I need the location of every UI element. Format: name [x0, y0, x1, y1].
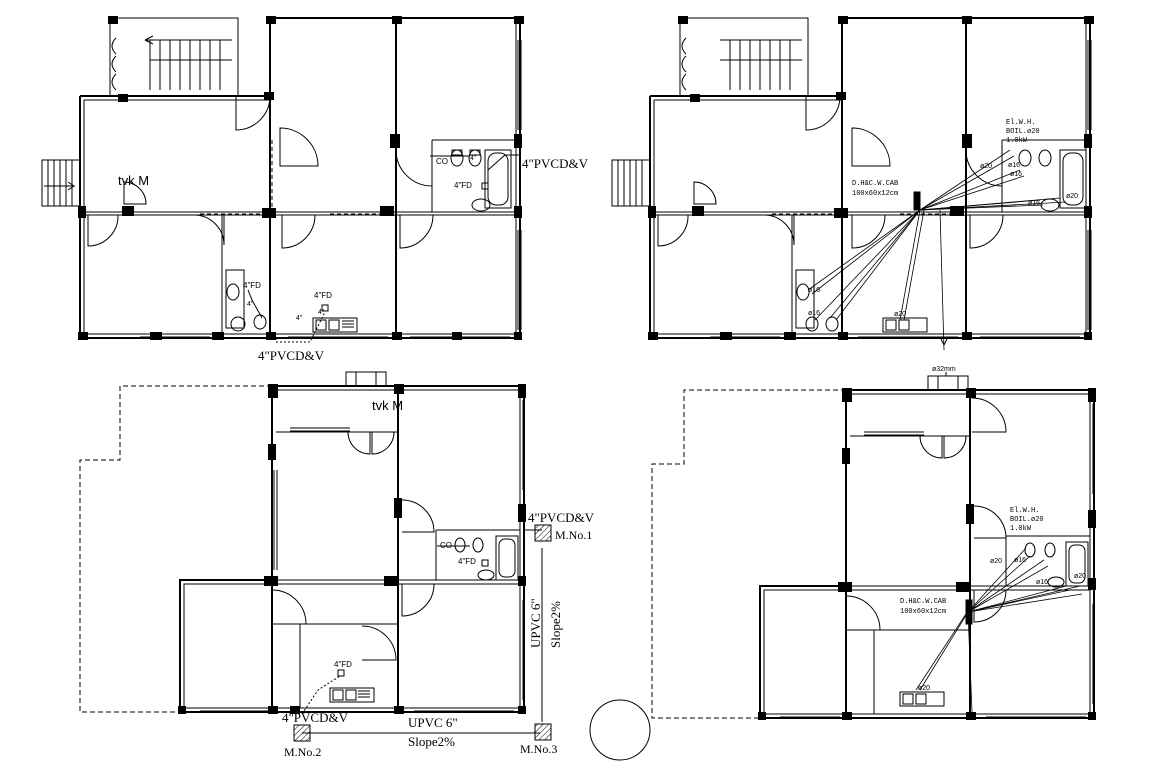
- cabinet-size: 100x60x12cm: [852, 190, 898, 198]
- cabinet-label: D.H&C.W.CAB: [900, 598, 946, 606]
- pipe-dia-label: ø20: [894, 311, 906, 318]
- pipe-size-label: 4": [470, 155, 477, 162]
- cabinet-size: 100x60x12cm: [900, 608, 946, 616]
- pipe-label: 4"PVCD&V: [258, 348, 325, 363]
- pipe-dia-label: ø16: [808, 287, 820, 294]
- water-tank-label: tvk M: [118, 173, 149, 188]
- plan-top-left: [41, 16, 524, 343]
- pipe-spec-label: UPVC 6": [528, 598, 543, 648]
- staircase: [109, 17, 239, 97]
- bottom-left-labels: tvk M 4"PVCD&V M.No.1 4"PVCD&V M.No.2 M.…: [282, 398, 595, 759]
- pipe-size-label: 4": [318, 309, 325, 316]
- water-heater-label: El.W.H.: [1006, 119, 1035, 127]
- pipe-dia-label: ø16: [1010, 171, 1022, 178]
- pipe-dia-label: ø16: [1008, 162, 1020, 169]
- water-tank-label: tvk M: [372, 398, 403, 413]
- floor-drain-label: 4"FD: [243, 281, 261, 290]
- pipe-dia-label: ø20: [1074, 573, 1086, 580]
- pipe-dia-label: ø16: [1014, 557, 1026, 564]
- pipe-dia-label: ø20: [990, 558, 1002, 565]
- top-left-labels: 4"PVCD&V 4"PVCD&V tvk M CO 4"FD 4"FD 4"F…: [118, 155, 589, 363]
- cleanout-label: CO: [436, 157, 448, 166]
- floor-drain-label: 4"FD: [454, 181, 472, 190]
- water-heater-spec: BOIL.ø20: [1006, 128, 1040, 136]
- slope-label: Slope2%: [408, 734, 455, 749]
- bottom-right-labels: ø32mm El.W.H. BOIL.ø20 1.0kW D.H&C.W.CAB…: [900, 366, 1086, 692]
- inlet-label: ø32mm: [932, 366, 956, 373]
- cabinet-label: D.H&C.W.CAB: [852, 180, 898, 188]
- plan-top-right: [611, 16, 1094, 351]
- pipe-size-label: 4": [247, 301, 254, 308]
- manhole-label: M.No.3: [520, 742, 557, 756]
- pipe-dia-label: ø16: [1036, 579, 1048, 586]
- pipe-dia-label: ø16: [1028, 200, 1040, 207]
- pipe-dia-label: ø16: [808, 310, 820, 317]
- water-heater-power: 1.0kW: [1010, 525, 1032, 533]
- water-heater-power: 1.0kW: [1006, 137, 1028, 145]
- pipe-spec-label: UPVC 6": [408, 715, 458, 730]
- pipe-label: 4"PVCD&V: [522, 156, 589, 171]
- pipe-size-label: 4": [296, 315, 303, 322]
- floor-drain-label: 4"FD: [334, 660, 352, 669]
- water-heater-label: El.W.H.: [1010, 507, 1039, 515]
- manhole-label: M.No.2: [284, 745, 321, 759]
- plan-bottom-left: [79, 371, 651, 761]
- slope-label: Slope2%: [548, 601, 563, 648]
- manhole-label: M.No.1: [555, 528, 592, 542]
- pipe-label: 4"PVCD&V: [282, 710, 349, 725]
- cleanout-label: CO: [440, 541, 452, 550]
- pipe-dia-label: ø20: [980, 163, 992, 170]
- top-right-labels: El.W.H. BOIL.ø20 1.0kW D.H&C.W.CAB 100x6…: [808, 119, 1078, 318]
- floor-drain-label: 4"FD: [458, 557, 476, 566]
- pipe-dia-label: ø20: [918, 685, 930, 692]
- pipe-dia-label: ø20: [1066, 193, 1078, 200]
- floor-drain-label: 4"FD: [314, 291, 332, 300]
- plan-bottom-right: [651, 372, 1096, 720]
- water-heater-spec: BOIL.ø20: [1010, 516, 1044, 524]
- pipe-label: 4"PVCD&V: [528, 510, 595, 525]
